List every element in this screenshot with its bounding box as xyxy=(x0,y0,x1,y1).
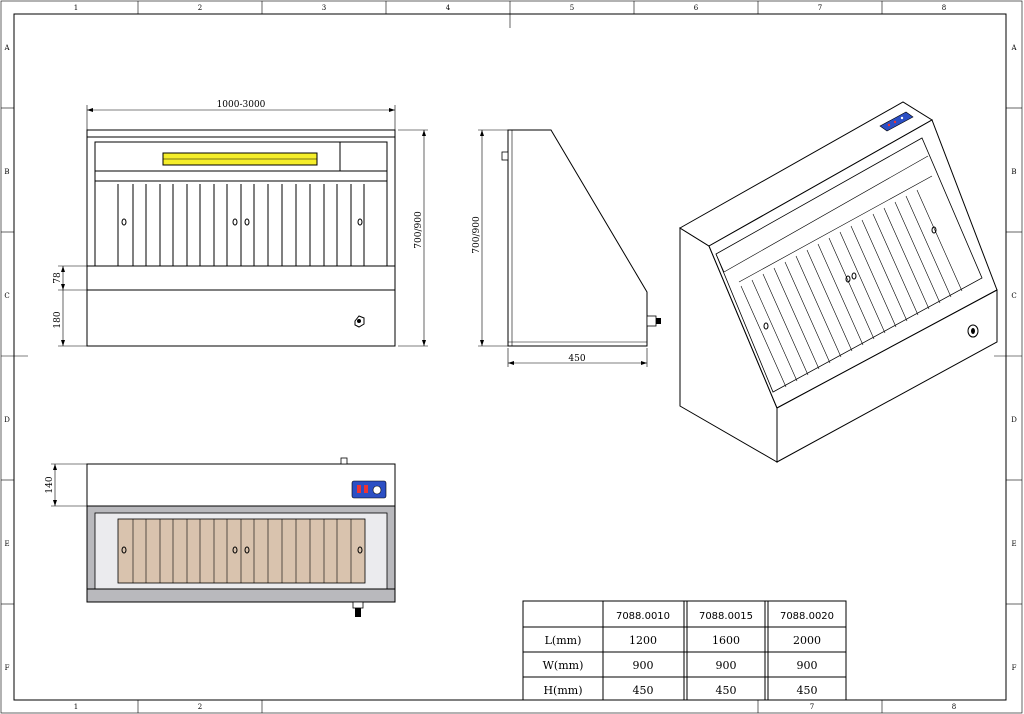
col-label: 4 xyxy=(446,4,451,12)
row-label: B xyxy=(4,168,9,176)
row-label-right: A xyxy=(1010,44,1017,52)
isometric-view xyxy=(679,101,998,463)
col-label: 1 xyxy=(74,4,78,12)
row-label: F xyxy=(5,664,10,672)
row-label: H(mm) xyxy=(543,684,582,697)
side-view: 700/900 450 xyxy=(472,129,661,367)
table-cell: 450 xyxy=(716,684,737,697)
col-label: 3 xyxy=(322,4,326,12)
top-control-panel xyxy=(351,480,387,499)
iso-filters xyxy=(740,189,963,388)
table-cell: 900 xyxy=(716,659,737,672)
table-cell: 450 xyxy=(633,684,654,697)
row-label: C xyxy=(4,292,9,300)
table-cell: 900 xyxy=(797,659,818,672)
col-label-bottom: 7 xyxy=(810,703,814,711)
frame-labels: 1 2 3 4 5 6 7 8 1 2 7 8 A B C D E F A B … xyxy=(3,4,1017,711)
front-view: 1000-3000 700/900 78 180 xyxy=(53,100,428,347)
table-cell: 450 xyxy=(797,684,818,697)
height-dimension: 700/900 xyxy=(414,211,424,249)
dim-180: 180 xyxy=(53,311,63,328)
col-label-bottom: 1 xyxy=(74,703,78,711)
col-label: 7 xyxy=(818,4,822,12)
col-label: 6 xyxy=(694,4,699,12)
side-depth-dimension: 450 xyxy=(568,354,585,364)
col-label: 2 xyxy=(198,4,202,12)
table-header: 7088.0015 xyxy=(699,611,753,622)
col-label-bottom: 8 xyxy=(952,703,956,711)
side-height-dimension: 700/900 xyxy=(472,216,482,254)
table-cell: 900 xyxy=(633,659,654,672)
spec-table: 7088.0010 7088.0015 7088.0020 L(mm) 1200… xyxy=(522,600,847,701)
row-label-right: D xyxy=(1011,416,1017,424)
row-label: L(mm) xyxy=(545,634,582,647)
top-view: 140 xyxy=(45,457,396,617)
col-label-bottom: 2 xyxy=(198,703,202,711)
dim-78: 78 xyxy=(53,272,63,284)
top-drain-icon xyxy=(352,601,364,617)
row-label-right: B xyxy=(1011,168,1016,176)
row-label-right: C xyxy=(1011,292,1016,300)
iso-drain-icon xyxy=(967,324,979,338)
row-label-right: F xyxy=(1012,664,1017,672)
top-filters xyxy=(117,518,366,584)
row-label: A xyxy=(3,44,10,52)
row-label-right: E xyxy=(1011,540,1016,548)
row-label: W(mm) xyxy=(543,659,584,672)
drain-icon xyxy=(354,315,365,328)
table-header: 7088.0010 xyxy=(616,611,670,622)
dim-140: 140 xyxy=(45,476,55,493)
table-cell: 1200 xyxy=(629,634,657,647)
table-cell: 1600 xyxy=(712,634,740,647)
table-cell: 2000 xyxy=(793,634,821,647)
row-label: E xyxy=(4,540,9,548)
col-label: 8 xyxy=(942,4,946,12)
front-filters xyxy=(117,184,365,266)
row-label: D xyxy=(4,416,10,424)
table-header: 7088.0020 xyxy=(780,611,834,622)
col-label: 5 xyxy=(570,4,574,12)
width-dimension: 1000-3000 xyxy=(217,100,266,110)
iso-control-panel xyxy=(879,111,914,132)
